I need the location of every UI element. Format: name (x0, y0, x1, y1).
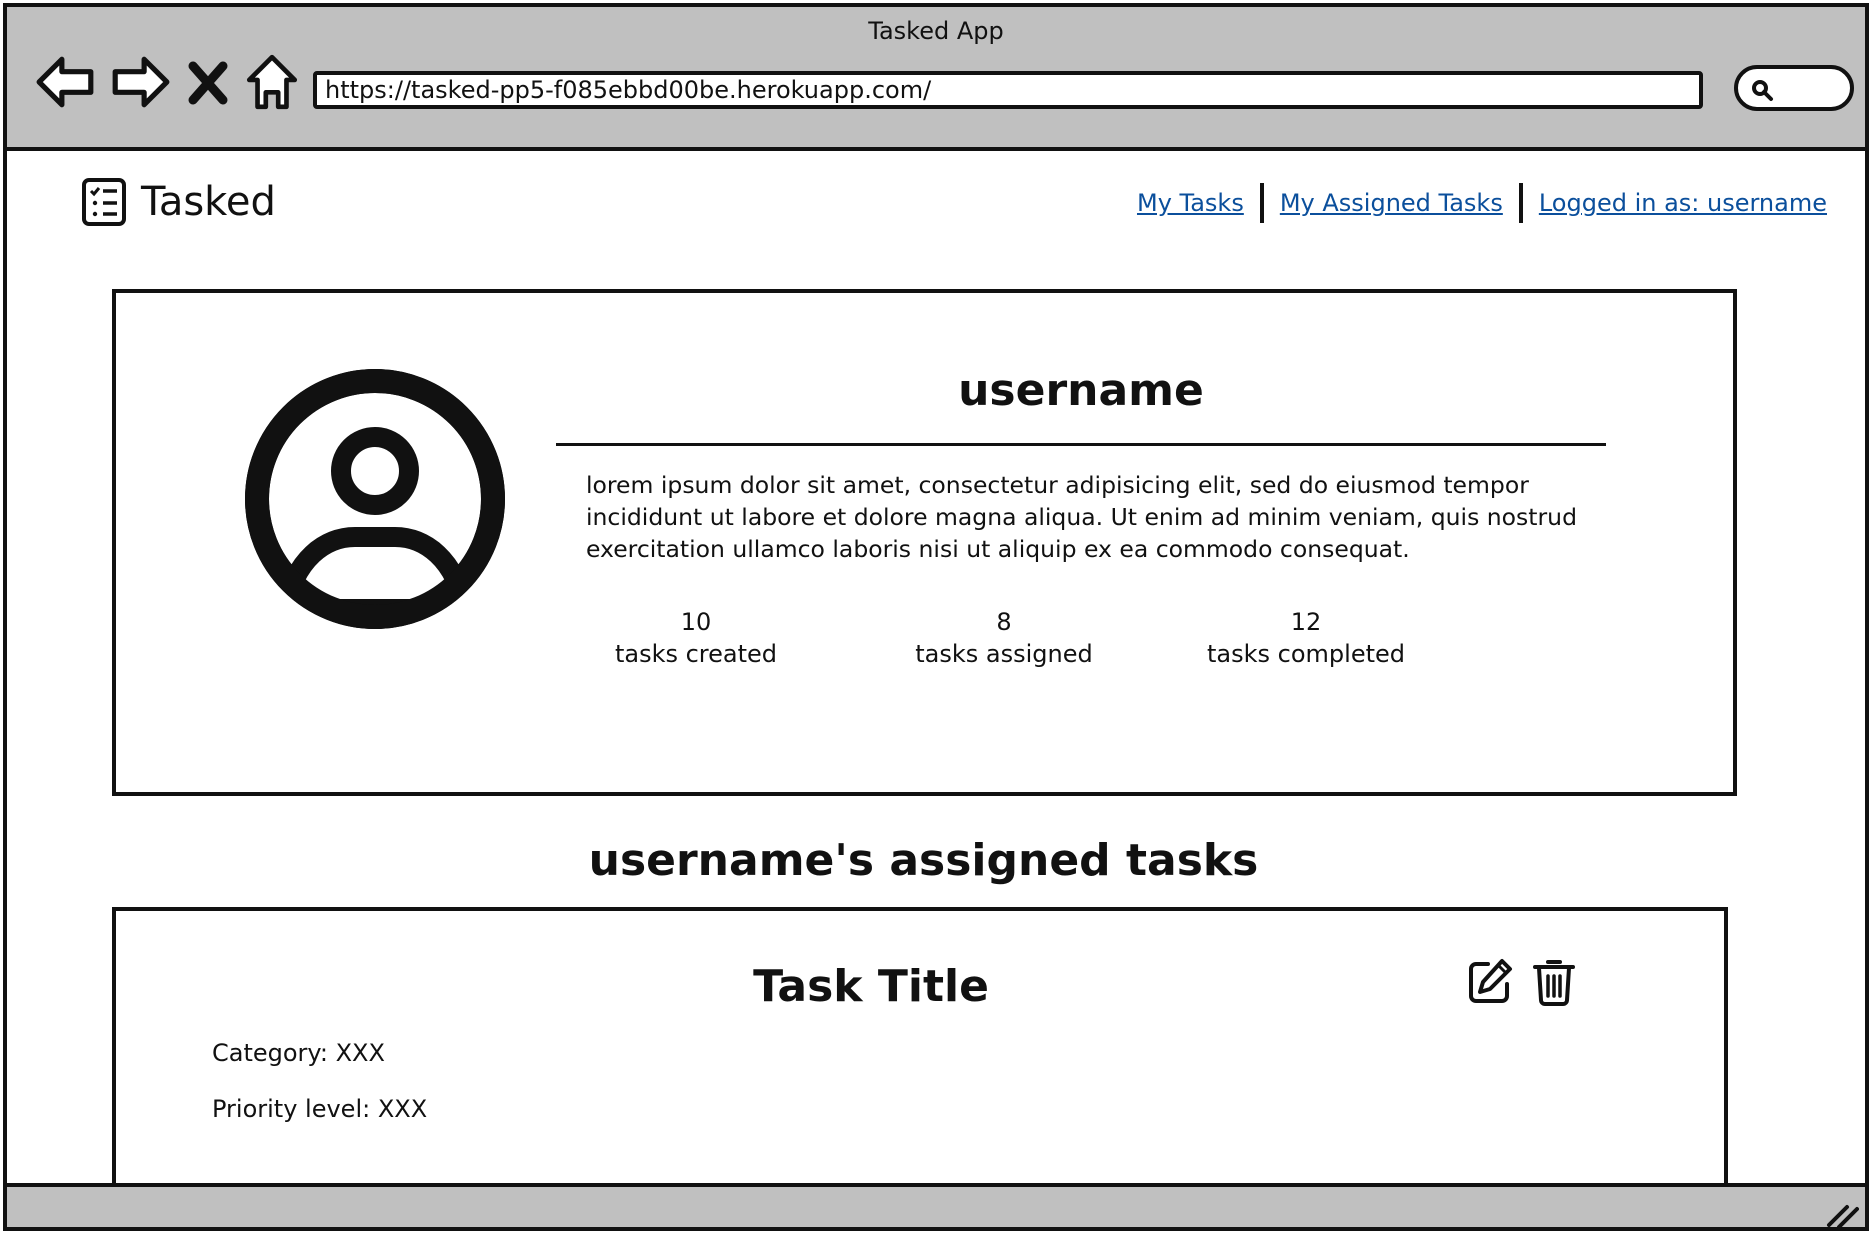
user-circle-icon (245, 369, 505, 629)
top-nav: My Tasks My Assigned Tasks Logged in as:… (1137, 183, 1827, 223)
edit-icon[interactable] (1466, 956, 1514, 1006)
task-actions (1466, 956, 1576, 1006)
profile-username: username (958, 365, 1204, 416)
search-icon (1752, 80, 1773, 101)
resize-grip-icon[interactable] (1825, 1199, 1859, 1227)
bio-line: incididunt ut labore et dolore magna ali… (586, 503, 1577, 531)
page-content: Tasked My Tasks My Assigned Tasks Logged… (7, 155, 1865, 1197)
checklist-icon (82, 178, 126, 226)
stat-value: 10 (680, 608, 712, 636)
brand[interactable]: Tasked (81, 177, 276, 227)
stat-label: tasks assigned (915, 640, 1093, 668)
nav-my-assigned-tasks[interactable]: My Assigned Tasks (1279, 189, 1503, 217)
nav-divider (1259, 183, 1264, 223)
browser-statusbar (7, 1183, 1865, 1227)
task-title: Task Title (753, 961, 989, 1012)
stat-tasks-assigned: 8 tasks assigned (884, 606, 1124, 670)
stat-label: tasks created (614, 640, 778, 668)
brand-name: Tasked (141, 179, 276, 225)
back-icon[interactable] (35, 51, 97, 113)
nav-logged-in-user[interactable]: Logged in as: username (1538, 189, 1827, 217)
bio-line: exercitation ullamco laboris nisi ut ali… (586, 535, 1410, 563)
bio-line: lorem ipsum dolor sit amet, consectetur … (586, 471, 1529, 499)
task-category: Category: XXX (212, 1039, 385, 1067)
nav-divider (1518, 183, 1523, 223)
stat-label: tasks completed (1207, 640, 1405, 668)
forward-icon[interactable] (109, 51, 171, 113)
task-priority: Priority level: XXX (212, 1095, 428, 1123)
stat-value: 12 (1290, 608, 1322, 636)
stat-tasks-created: 10 tasks created (576, 606, 816, 670)
close-icon[interactable] (183, 51, 233, 113)
nav-my-tasks[interactable]: My Tasks (1136, 189, 1244, 217)
browser-search[interactable] (1734, 65, 1854, 111)
profile-bio: lorem ipsum dolor sit amet, consectetur … (586, 469, 1586, 565)
task-card[interactable]: Task Title (112, 907, 1728, 1197)
stat-value: 8 (996, 608, 1012, 636)
home-icon[interactable] (241, 51, 303, 113)
profile-stats: 10 tasks created 8 tasks assigned 12 tas… (576, 606, 1476, 676)
window-title: Tasked App (868, 17, 1004, 45)
profile-card: username lorem ipsum dolor sit amet, con… (112, 289, 1737, 796)
address-bar[interactable]: https://tasked-pp5-f085ebbd00be.herokuap… (313, 71, 1703, 109)
profile-divider (556, 443, 1606, 446)
stat-tasks-completed: 12 tasks completed (1186, 606, 1426, 670)
browser-chrome: Tasked App https://tasked-pp5-f085ebbd00… (7, 7, 1865, 151)
assigned-tasks-heading: username's assigned tasks (588, 835, 1259, 886)
trash-icon[interactable] (1532, 956, 1576, 1006)
browser-window: Tasked App https://tasked-pp5-f085ebbd00… (3, 3, 1869, 1231)
